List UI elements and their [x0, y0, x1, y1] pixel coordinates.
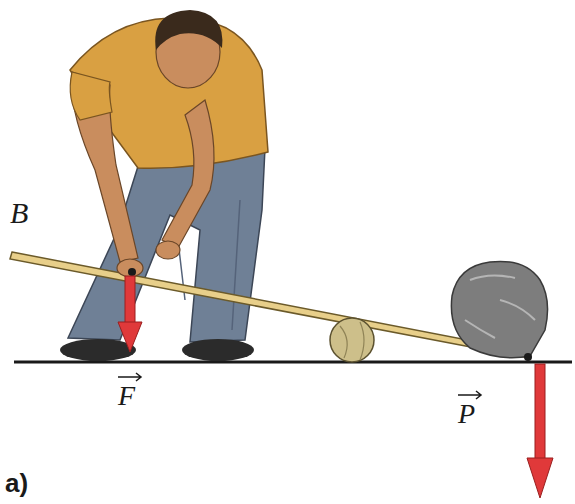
- man-shoe: [182, 339, 254, 361]
- man-hair: [155, 10, 222, 50]
- man-hand: [156, 241, 180, 259]
- man-arm: [162, 100, 214, 248]
- point-label: B: [10, 198, 28, 228]
- figure-label: a): [5, 470, 28, 496]
- force-label: F: [118, 382, 135, 410]
- fulcrum-roller: [330, 318, 374, 362]
- man-shoe: [60, 339, 136, 361]
- man-hand: [117, 259, 143, 277]
- force-arrow: [527, 364, 553, 498]
- rock: [451, 261, 547, 357]
- vector-accent: [118, 373, 481, 399]
- force-arrow: [118, 276, 142, 352]
- force-label: P: [458, 400, 475, 428]
